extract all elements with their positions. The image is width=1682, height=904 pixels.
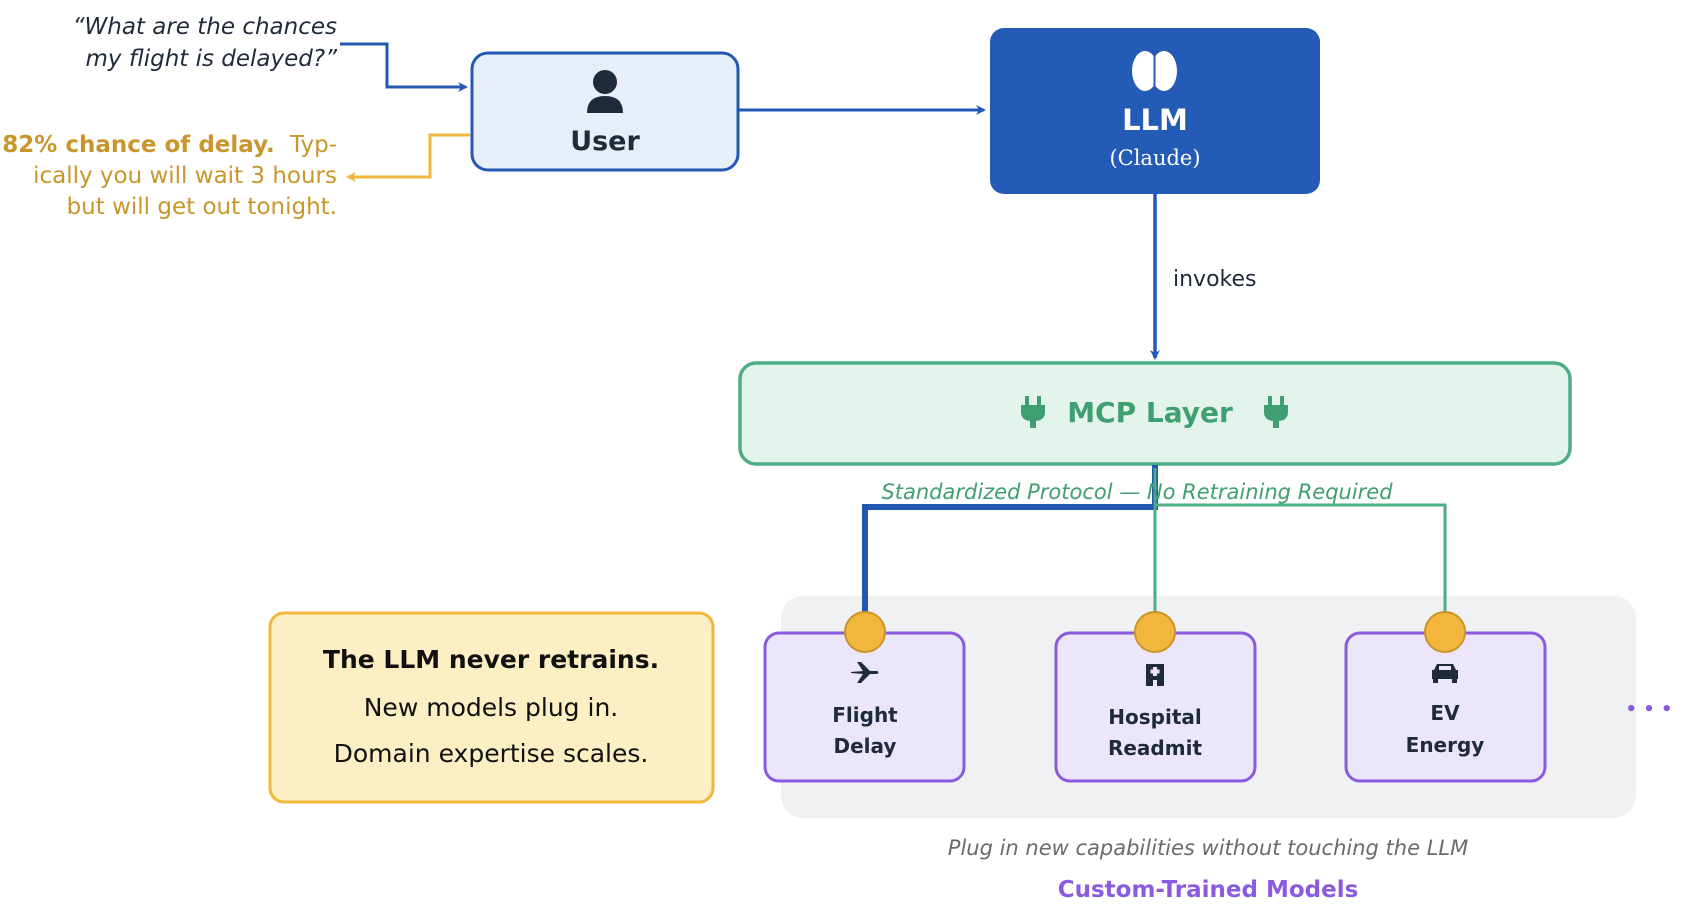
callout-box: The LLM never retrains. New models plug … bbox=[268, 611, 715, 804]
protocol-label: Standardized Protocol — No Retraining Re… bbox=[881, 480, 1393, 504]
plug-caption: Plug in new capabilities without touchin… bbox=[948, 836, 1468, 860]
model-line-1: EV bbox=[1430, 701, 1460, 725]
user-icon bbox=[587, 70, 623, 113]
answer-line-1-rest: Typ- bbox=[289, 132, 337, 158]
model-flight-delay[interactable]: Flight Delay bbox=[763, 611, 966, 783]
query-line-1: “What are the chances bbox=[73, 14, 337, 40]
query-arrow bbox=[340, 42, 468, 92]
query-line-2: my flight is delayed?” bbox=[86, 46, 339, 72]
model-line-2: Delay bbox=[834, 734, 897, 758]
svg-text:82% chance of delay. Typ: 82% chance of delay. Typ- bbox=[2, 132, 337, 158]
answer-bold: 82% chance of delay. bbox=[2, 132, 274, 158]
callout-line-3: Domain expertise scales. bbox=[334, 739, 649, 768]
plug-icon bbox=[1021, 396, 1045, 428]
mcp-label: MCP Layer bbox=[1067, 396, 1233, 429]
group-title: Custom-Trained Models bbox=[1058, 877, 1359, 903]
plug-socket bbox=[844, 611, 886, 653]
answer-line-2: ically you will wait 3 hours bbox=[33, 163, 337, 189]
car-icon bbox=[1432, 664, 1458, 683]
model-line-2: Readmit bbox=[1108, 736, 1202, 760]
llm-label: LLM bbox=[1122, 103, 1188, 137]
hospital-icon bbox=[1146, 664, 1164, 686]
llm-sublabel: (Claude) bbox=[1109, 146, 1200, 170]
airplane-icon bbox=[851, 662, 879, 683]
model-line-2: Energy bbox=[1406, 733, 1485, 757]
answer-line-3: but will get out tonight. bbox=[67, 194, 337, 220]
brain-icon bbox=[1132, 51, 1177, 92]
answer-arrow bbox=[346, 133, 470, 182]
model-line-1: Flight bbox=[832, 703, 898, 727]
mcp-connectors bbox=[860, 465, 1450, 629]
callout-line-2: New models plug in. bbox=[364, 693, 619, 722]
model-line-1: Hospital bbox=[1108, 705, 1201, 729]
user-query: “What are the chances my flight is delay… bbox=[73, 14, 338, 72]
llm-answer: 82% chance of delay. Typ- ically you wil… bbox=[2, 132, 337, 220]
plug-icon bbox=[1264, 396, 1288, 428]
user-label: User bbox=[570, 126, 640, 157]
callout-title: The LLM never retrains. bbox=[323, 645, 659, 674]
more-models-indicator: • • • bbox=[1625, 699, 1672, 720]
model-ev-energy[interactable]: EV Energy bbox=[1344, 611, 1547, 783]
model-hospital-readmit[interactable]: Hospital Readmit bbox=[1054, 611, 1257, 783]
invokes-label: invokes bbox=[1173, 267, 1257, 292]
mcp-layer-node[interactable]: MCP Layer bbox=[738, 361, 1572, 466]
user-node[interactable]: User bbox=[470, 51, 740, 172]
plug-socket bbox=[1134, 611, 1176, 653]
llm-node[interactable]: LLM (Claude) bbox=[990, 28, 1320, 194]
plug-socket bbox=[1424, 611, 1466, 653]
